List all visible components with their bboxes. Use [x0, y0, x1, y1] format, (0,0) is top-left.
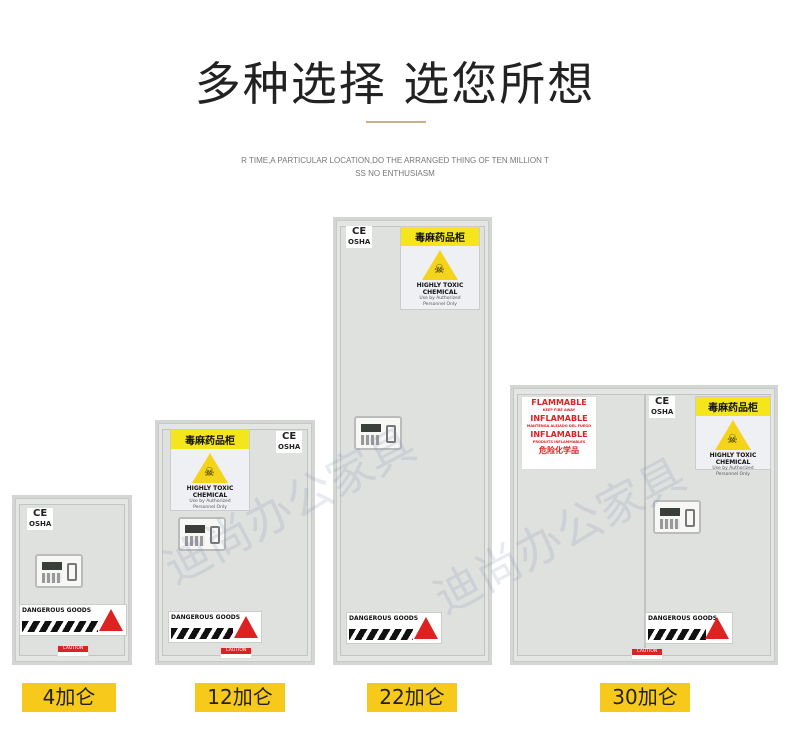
product-label-12-gallon[interactable]: 12加仑	[195, 683, 285, 712]
digital-lock[interactable]	[354, 416, 402, 450]
product-label-30-gallon[interactable]: 30加仑	[600, 683, 690, 712]
subtitle: R TIME,A PARTICULAR LOCATION,DO THE ARRA…	[0, 154, 790, 180]
digital-lock[interactable]	[178, 517, 226, 551]
subtitle-line-2: SS NO ENTHUSIASM	[355, 169, 435, 178]
digital-lock[interactable]	[653, 500, 701, 534]
digital-lock[interactable]	[35, 554, 83, 588]
dangerous-goods-sticker: DANGEROUS GOODS	[346, 612, 442, 644]
dangerous-goods-sticker: DANGEROUS GOODS	[168, 611, 262, 643]
skull-warning-icon: ☠	[192, 453, 228, 483]
caution-label: CAUTION	[57, 645, 89, 657]
dangerous-goods-sticker: DANGEROUS GOODS	[19, 604, 127, 636]
flame-warning-icon	[234, 616, 258, 638]
flame-warning-icon	[414, 617, 438, 639]
dangerous-goods-sticker: DANGEROUS GOODS	[645, 612, 733, 644]
page-title: 多种选择 选您所想	[194, 57, 596, 111]
skull-warning-icon: ☠	[422, 250, 458, 280]
caution-label: CAUTION	[631, 648, 663, 660]
title-divider	[366, 121, 426, 123]
product-label-4-gallon[interactable]: 4加仑	[22, 683, 116, 712]
skull-warning-icon: ☠	[715, 420, 751, 450]
caution-label: CAUTION	[220, 647, 252, 659]
flame-warning-icon	[99, 609, 123, 631]
product-label-22-gallon[interactable]: 22加仑	[367, 683, 457, 712]
subtitle-line-1: R TIME,A PARTICULAR LOCATION,DO THE ARRA…	[241, 156, 549, 165]
flame-warning-icon	[705, 617, 729, 639]
